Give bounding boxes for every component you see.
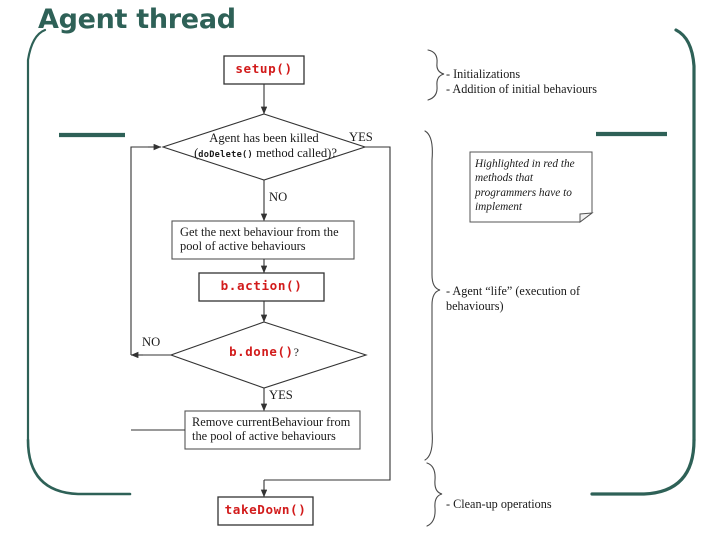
brace-life xyxy=(424,130,441,461)
node-get-next-label: Get the next behaviour from the pool of … xyxy=(180,225,339,253)
done-question-mark: ? xyxy=(293,345,299,359)
brace-cleanup xyxy=(426,462,443,527)
node-killed-label-line2: (doDelete() method called)? xyxy=(178,146,353,161)
brace-setup xyxy=(427,49,445,101)
node-setup-label: setup() xyxy=(235,61,293,76)
sticky-note-text: Highlighted in red the methods that prog… xyxy=(475,158,575,214)
annotation-setup-line1: - Initializations xyxy=(446,67,521,81)
annotation-setup-line2: - Addition of initial behaviours xyxy=(446,81,597,96)
node-done-label: b.done()? xyxy=(204,345,324,359)
annotation-life-line2: behaviours) xyxy=(446,298,504,313)
node-action-label: b.action() xyxy=(220,278,303,293)
sticky-note xyxy=(469,151,594,223)
node-setup-box xyxy=(223,55,305,85)
done-mono-label: b.done() xyxy=(229,344,294,359)
edge-label-killed-yes: YES xyxy=(349,130,373,144)
node-killed-label-line1: Agent has been killed xyxy=(209,131,319,145)
node-remove-label: Remove currentBehaviour from the pool of… xyxy=(192,415,351,443)
edge-label-done-yes: YES xyxy=(269,388,293,402)
node-takedown-label: takeDown() xyxy=(224,502,307,517)
killed-dodelete-mono: doDelete() xyxy=(198,150,254,160)
killed-label-tail: method called)? xyxy=(253,146,337,160)
annotation-life: - Agent “life” (execution of behaviours) xyxy=(446,284,596,314)
killed-paren-open: ( xyxy=(194,146,199,160)
node-action-box xyxy=(198,272,325,302)
annotation-setup: - Initializations - Addition of initial … xyxy=(446,67,616,97)
node-get-next-box xyxy=(171,220,355,260)
annotation-cleanup: - Clean-up operations xyxy=(446,497,552,511)
edge-label-done-no: NO xyxy=(142,335,161,349)
edge-label-killed-no: NO xyxy=(269,190,288,204)
node-takedown-box xyxy=(217,496,314,526)
page-title: Agent thread xyxy=(38,4,236,35)
annotation-life-line1: - Agent “life” (execution of xyxy=(446,284,581,298)
